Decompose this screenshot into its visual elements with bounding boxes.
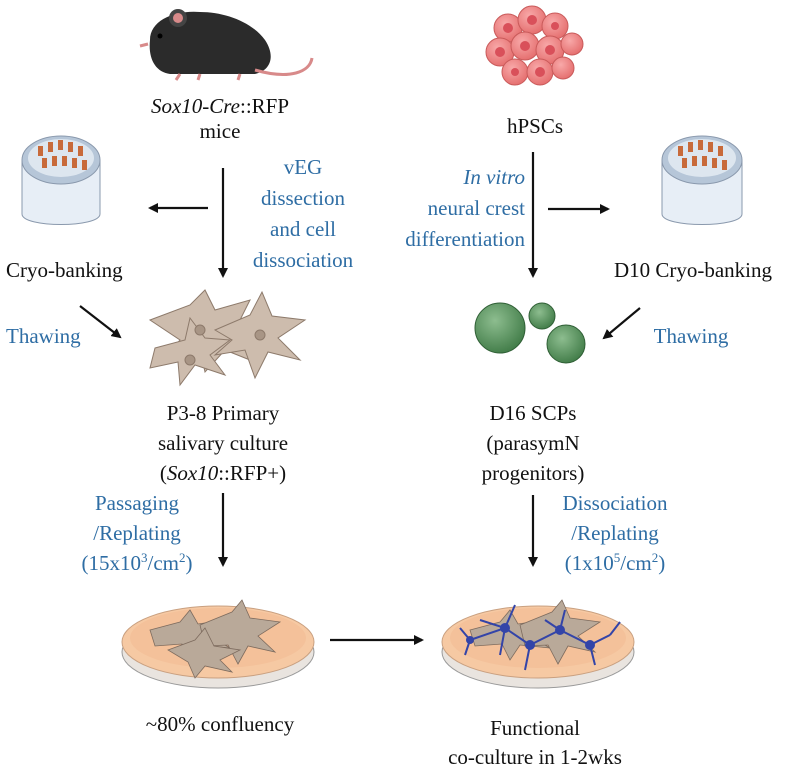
flow-arrows <box>79 152 641 645</box>
mouse-label-rest: ::RFP <box>240 94 290 118</box>
cryo-box-right-icon <box>661 135 743 225</box>
thaw-right-label: Thawing <box>653 324 729 348</box>
right-step2-density: (1x10 <box>564 551 614 575</box>
left-step1-line: vEG <box>283 155 323 179</box>
scp-line1: D16 SCPs <box>489 401 577 425</box>
cryo-left-label: Cryo-banking <box>6 258 123 282</box>
scp-line2: (parasymN <box>486 431 580 455</box>
left-step2-density: (15x10 <box>81 551 142 575</box>
hpsc-cluster-icon <box>485 5 584 86</box>
primary-culture-rest: ::RFP+) <box>218 461 287 485</box>
primary-culture-paren: ( <box>159 461 167 485</box>
scp-label: D16 SCPs (parasymN progenitors) <box>448 398 618 488</box>
primary-culture-line1: P3-8 Primary <box>166 401 280 425</box>
left-step2-unit: /cm <box>147 551 180 575</box>
cryo-box-left-icon <box>21 135 101 225</box>
hpsc-label: hPSCs <box>506 114 564 138</box>
cryo-right-label: D10 Cryo-banking <box>613 258 773 282</box>
right-step2-exp: 5 <box>613 550 621 565</box>
right-step2-close: ) <box>658 551 666 575</box>
right-step1-line3: differentiation <box>405 227 525 251</box>
right-step2-label: Dissociation /Replating (1x105/cm2) <box>540 488 690 578</box>
arrow-thaw-right <box>602 307 641 340</box>
culture-dish-left-icon <box>121 599 315 689</box>
thaw-left-label: Thawing <box>6 324 81 348</box>
right-step2-unit: /cm <box>620 551 652 575</box>
coculture-line2: co-culture in 1-2wks <box>448 745 622 769</box>
primary-culture-italic: Sox10 <box>166 461 219 485</box>
confluency-label: ~80% confluency <box>145 712 295 736</box>
culture-dish-right-icon <box>441 599 635 689</box>
scp-spheres-icon <box>474 302 586 364</box>
mouse-label-italic: Sox10-Cre <box>150 94 240 118</box>
right-step1-italic: In vitro <box>463 165 525 189</box>
left-step1-line: dissociation <box>252 248 354 272</box>
primary-culture-cells-icon <box>148 289 307 387</box>
arrow-thaw-left <box>79 305 122 339</box>
left-step2-line2: /Replating <box>93 521 181 545</box>
right-step1-label: In vitro neural crest differentiation <box>395 162 525 255</box>
coculture-line1: Functional <box>490 716 580 740</box>
left-step2-close: ) <box>185 551 193 575</box>
primary-culture-label: P3-8 Primary salivary culture (Sox10::RF… <box>108 398 338 488</box>
mouse-label-line2: mice <box>199 119 241 143</box>
right-step2-line2: /Replating <box>571 521 659 545</box>
scp-line3: progenitors) <box>481 461 585 485</box>
left-step2-line1: Passaging <box>95 491 179 515</box>
left-step2-label: Passaging /Replating (15x103/cm2) <box>62 488 212 578</box>
left-step2-exp: 3 <box>141 550 148 565</box>
right-step2-unit-exp: 2 <box>651 550 659 565</box>
mouse-icon <box>139 9 314 81</box>
left-step1-label: vEG dissection and cell dissociation <box>228 152 378 276</box>
mouse-label: Sox10-Cre::RFP mice <box>95 94 345 144</box>
primary-culture-line2: salivary culture <box>157 431 289 455</box>
coculture-label: Functional co-culture in 1-2wks <box>420 714 650 772</box>
left-step1-line: dissection <box>261 186 345 210</box>
left-step1-line: and cell <box>270 217 336 241</box>
left-step2-unit-exp: 2 <box>179 550 186 565</box>
right-step1-line2: neural crest <box>427 196 525 220</box>
right-step2-line1: Dissociation <box>562 491 668 515</box>
